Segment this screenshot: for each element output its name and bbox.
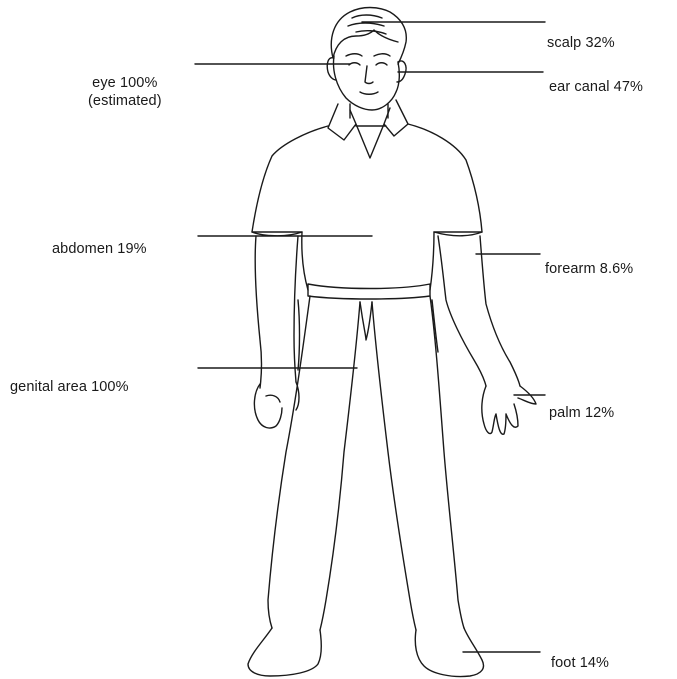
label-eye: eye 100% (estimated) (88, 74, 162, 110)
right-eyebrow (374, 54, 390, 56)
label-genital-area: genital area 100% (10, 378, 129, 396)
pocket-left (298, 300, 300, 370)
nose (365, 66, 373, 84)
label-forearm-text: forearm 8.6% (545, 260, 633, 278)
label-eye-note: (estimated) (88, 92, 162, 110)
label-scalp: scalp 32% (547, 34, 615, 52)
trousers-crotch (360, 302, 372, 340)
label-forearm: forearm 8.6% (545, 260, 633, 278)
label-ear-canal-text: ear canal 47% (549, 78, 643, 96)
waistband (308, 284, 430, 299)
label-abdomen-text: abdomen 19% (52, 240, 147, 258)
left-hand (254, 382, 299, 428)
trousers-right-leg (372, 296, 464, 630)
label-eye-text: eye 100% (88, 74, 162, 92)
label-ear-canal: ear canal 47% (549, 78, 643, 96)
mouth (360, 92, 378, 94)
label-foot-text: foot 14% (551, 654, 609, 672)
hair-strands (348, 15, 386, 34)
label-abdomen: abdomen 19% (52, 240, 147, 258)
label-palm: palm 12% (549, 404, 614, 422)
left-shoe (248, 628, 321, 676)
label-foot: foot 14% (551, 654, 609, 672)
right-eye (376, 63, 387, 65)
left-eyebrow (346, 54, 362, 56)
collar (328, 100, 408, 158)
right-hand (482, 386, 536, 434)
right-arm (438, 236, 520, 386)
hair-outline (331, 8, 406, 65)
trousers-left-leg (268, 296, 360, 630)
label-scalp-text: scalp 32% (547, 34, 615, 52)
label-genital-area-text: genital area 100% (10, 378, 129, 396)
label-palm-text: palm 12% (549, 404, 614, 422)
left-arm (255, 236, 298, 388)
